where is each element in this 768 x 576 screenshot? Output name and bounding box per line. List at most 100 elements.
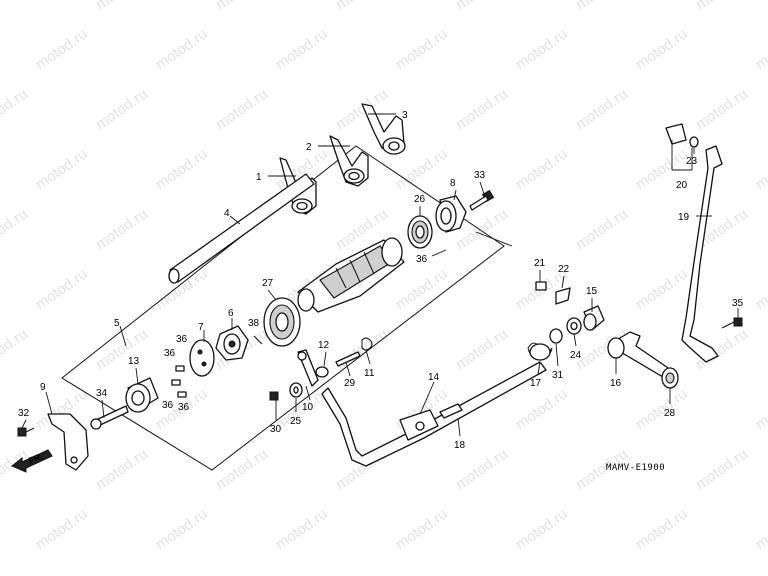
callout-2: 2 — [306, 142, 312, 153]
callout-7: 7 — [198, 322, 204, 333]
watermark-text: motod.ru — [33, 505, 91, 553]
callout-22: 22 — [558, 264, 570, 275]
oil-seal — [661, 367, 679, 389]
watermark-text: motod.ru — [513, 25, 571, 73]
watermark-text: motod.ru — [33, 145, 91, 193]
callout-12: 12 — [318, 340, 330, 351]
callout-32: 32 — [18, 408, 30, 419]
callout-36-bottom: 36 — [178, 402, 190, 413]
bolt-32 — [17, 427, 35, 437]
collar-12 — [315, 366, 329, 378]
callout-30: 30 — [270, 424, 282, 435]
shift-rod — [681, 145, 723, 363]
watermark-text: motod.ru — [513, 145, 571, 193]
callout-18: 18 — [454, 440, 466, 451]
drum-center — [215, 325, 249, 361]
callout-25: 25 — [290, 416, 302, 427]
callout-4: 4 — [224, 208, 230, 219]
watermark-text: motod.ru — [93, 205, 151, 253]
watermark-text: motod.ru — [633, 25, 691, 73]
callout-20: 20 — [676, 180, 688, 191]
callout-36-low: 36 — [162, 400, 174, 411]
bearing-26 — [407, 215, 433, 249]
callout-24: 24 — [570, 350, 582, 361]
callout-36-drum: 36 — [416, 254, 428, 265]
bolt-21 — [535, 281, 547, 291]
watermark-text: motod.ru — [513, 505, 571, 553]
watermark-text: motod.ru — [453, 325, 511, 373]
callout-36-top: 36 — [176, 334, 188, 345]
pins-36 — [171, 365, 187, 398]
callout-6: 6 — [228, 308, 234, 319]
watermark-text: motod.ru — [573, 85, 631, 133]
watermark-text: motod.ru — [753, 505, 768, 553]
callout-34: 34 — [96, 388, 108, 399]
callout-21: 21 — [534, 258, 546, 269]
watermark-text: motod.ru — [93, 85, 151, 133]
pin-38 — [253, 335, 263, 345]
callout-19: 19 — [678, 212, 690, 223]
watermark-text: motod.ru — [0, 85, 31, 133]
watermark-text: motod.ru — [453, 85, 511, 133]
drum-collar — [435, 195, 467, 233]
fork-shaft — [168, 173, 315, 284]
watermark-text: motod.ru — [693, 85, 751, 133]
watermark-text: motod.ru — [633, 265, 691, 313]
watermark-text: motod.ru — [453, 445, 511, 493]
callout-36-mid: 36 — [164, 348, 176, 359]
gear-plate — [189, 339, 215, 377]
watermark-text: motod.ru — [753, 145, 768, 193]
washer-24 — [566, 317, 582, 335]
callout-11: 11 — [364, 368, 375, 379]
callout-16: 16 — [610, 378, 622, 389]
callout-35: 35 — [732, 298, 744, 309]
callout-17: 17 — [530, 378, 542, 389]
callout-31: 31 — [552, 370, 564, 381]
callout-27: 27 — [262, 278, 274, 289]
watermark-text: motod.ru — [273, 25, 331, 73]
watermark-text: motod.ru — [693, 445, 751, 493]
callout-23: 23 — [686, 156, 698, 167]
callout-14: 14 — [428, 372, 440, 383]
diagram-code: MAMV-E1900 — [606, 463, 665, 473]
shift-pedal-arm — [607, 331, 675, 381]
callout-1: 1 — [256, 172, 262, 183]
watermark-text: motod.ru — [573, 205, 631, 253]
watermark-text: motod.ru — [0, 325, 31, 373]
stopper-arm — [297, 349, 319, 387]
cover-13 — [125, 377, 159, 413]
watermark-text: motod.ru — [753, 25, 768, 73]
callout-33: 33 — [474, 170, 486, 181]
collar-31 — [549, 328, 563, 344]
watermark-text: motod.ru — [93, 445, 151, 493]
shift-fork-2 — [329, 135, 369, 187]
plate-22 — [555, 287, 571, 305]
watermark-text: motod.ru — [693, 0, 751, 13]
watermark-text: motod.ru — [393, 25, 451, 73]
watermark-text: motod.ru — [0, 205, 31, 253]
shift-drum — [297, 237, 405, 313]
spring-17 — [527, 342, 553, 361]
watermark-text: motod.ru — [333, 85, 391, 133]
washer-25 — [289, 382, 303, 398]
callout-28: 28 — [664, 408, 676, 419]
callout-29: 29 — [344, 378, 356, 389]
bolt-29 — [335, 351, 361, 367]
watermark-text: motod.ru — [153, 145, 211, 193]
watermark-text: motod.ru — [753, 265, 768, 313]
callout-15: 15 — [586, 286, 598, 297]
rod-joint — [665, 123, 699, 148]
callout-13: 13 — [128, 356, 140, 367]
spring-11 — [361, 337, 373, 351]
watermark-text: motod.ru — [753, 385, 768, 433]
watermark-text: motod.ru — [33, 265, 91, 313]
watermark-text: motod.ru — [393, 265, 451, 313]
watermark-text: motod.ru — [333, 325, 391, 373]
watermark-text: motod.ru — [213, 85, 271, 133]
watermark-text: motod.ru — [213, 0, 271, 13]
callout-9: 9 — [40, 382, 46, 393]
arm-15 — [583, 305, 605, 331]
watermark-text: motod.ru — [0, 0, 31, 13]
bolt-35 — [721, 317, 743, 329]
